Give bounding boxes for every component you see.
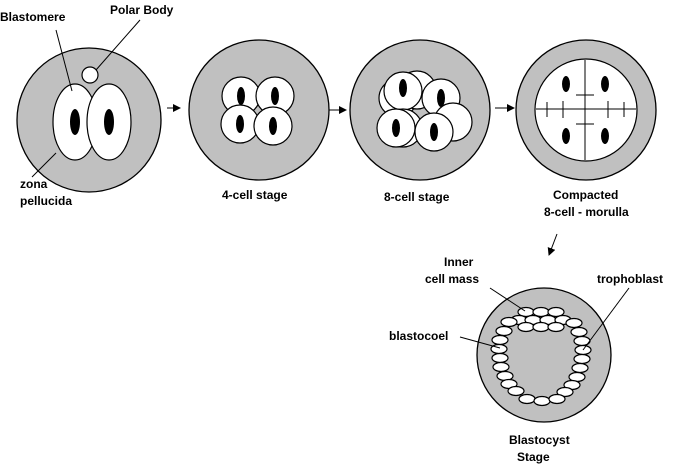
- trophoblast-label: trophoblast: [597, 272, 663, 286]
- nucleus: [399, 79, 407, 97]
- compacted-cell-mass: [534, 58, 638, 162]
- nucleus: [601, 128, 609, 144]
- blastocyst-cell: [547, 321, 565, 333]
- blastocyst-cell: [548, 393, 566, 405]
- blastocyst-cell: [573, 353, 591, 365]
- blastocyst-cell: [532, 321, 550, 333]
- trophoblast-pointer: [582, 287, 630, 351]
- trophoblast-layer: [490, 306, 592, 407]
- eight-cell-label: 8-cell stage: [384, 190, 450, 204]
- blastomere-pointer: [55, 29, 73, 92]
- blastocyst-cell: [571, 362, 589, 374]
- blastocyst-label-line1: Blastocyst: [509, 433, 570, 447]
- zona-pellucida-ring: [349, 39, 491, 181]
- eight-cell-stage: [349, 39, 491, 181]
- nucleus: [601, 76, 609, 92]
- blastocoel-cavity: [502, 324, 581, 397]
- nucleus: [562, 128, 570, 144]
- inner-cell-mass-label-line1: Inner: [444, 255, 474, 269]
- polar-body: [81, 66, 99, 84]
- four-cell-stage: [188, 39, 330, 181]
- blastocyst-label-line2: Stage: [517, 450, 550, 464]
- blastocyst-cell: [491, 352, 509, 364]
- blastocoel-pointer: [459, 336, 501, 349]
- zona-label-line2: pellucida: [20, 194, 72, 208]
- blastocyst-cell: [518, 393, 536, 405]
- nucleus: [437, 89, 445, 107]
- nucleus: [237, 87, 245, 105]
- blastocyst-cell: [556, 386, 574, 398]
- four-cell-label: 4-cell stage: [222, 188, 288, 202]
- blastocyst-cell: [565, 317, 583, 329]
- blastocyst-cell: [547, 306, 565, 318]
- polar-body-label: Polar Body: [110, 3, 174, 17]
- polar-body-pointer: [95, 19, 141, 71]
- nucleus: [269, 117, 277, 135]
- blastocyst-cell: [500, 316, 518, 328]
- nucleus: [104, 109, 114, 135]
- zona-pellucida-ring: [188, 39, 330, 181]
- nucleus: [236, 115, 244, 133]
- nucleus: [70, 109, 80, 135]
- nucleus: [430, 123, 438, 141]
- nucleus: [271, 87, 279, 105]
- blastocoel-label: blastocoel: [389, 329, 448, 343]
- nucleus: [562, 76, 570, 92]
- blastocyst-cell: [495, 325, 513, 337]
- blastocyst-cell: [507, 385, 525, 397]
- blastocyst-cell: [570, 326, 588, 338]
- compacted-label-line2: 8-cell - morulla: [544, 205, 629, 219]
- zona-label-line1: zona: [20, 177, 48, 191]
- nucleus: [392, 119, 400, 137]
- blastocyst-cell: [491, 334, 509, 346]
- zona-pointer: [31, 152, 57, 178]
- compacted-morula-stage: [515, 39, 657, 181]
- inner-cell-mass-label-line2: cell mass: [425, 272, 479, 286]
- inner-cell-mass-pointer: [489, 287, 526, 312]
- arrow-to-blastocyst: [547, 233, 558, 256]
- blastocyst-cell: [517, 321, 535, 333]
- blastocyst-stage: [459, 287, 630, 423]
- two-cell-stage: [16, 19, 162, 193]
- compacted-label-line1: Compacted: [553, 188, 618, 202]
- blastocyst-cell: [533, 395, 551, 407]
- blastomere-label: Blastomere: [0, 10, 66, 24]
- blastocyst-cell: [492, 361, 510, 373]
